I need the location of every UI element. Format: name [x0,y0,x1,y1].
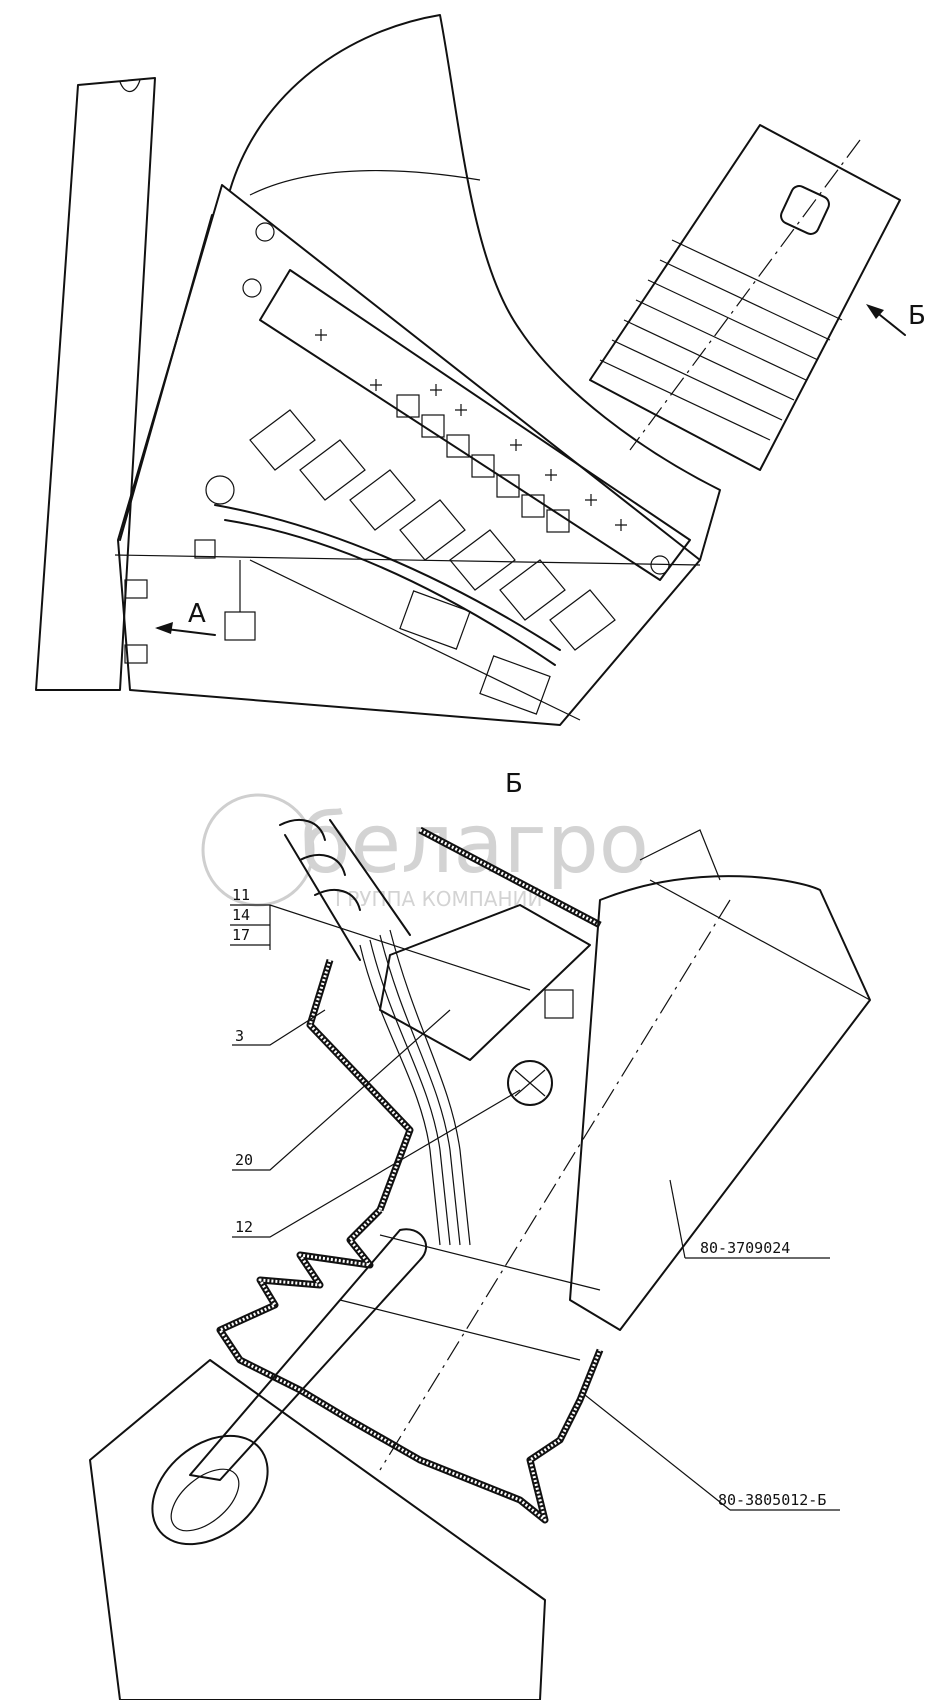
callout-17: 17 [232,926,250,944]
leader-12 [232,1089,521,1238]
screw-upper-left [255,222,275,242]
connector-plug [224,611,256,641]
housing-bottom-edge [114,554,701,566]
switch-icons [396,394,570,533]
section-b-title: Б [505,769,523,799]
left-panel [35,77,156,691]
lever-knob-base [170,1468,240,1532]
view-arrow-b: Б [866,301,926,336]
cable-sheath-right [329,819,411,936]
switch-panel [259,269,691,581]
hood-inner-line [249,170,481,196]
housing-floor-line [249,559,581,721]
switch-icon-3 [446,434,470,458]
cable-sheath-left [284,834,361,961]
bolt-2 [124,644,148,664]
watermark: белагро ГРУППА КОМПАНИЙ [201,793,649,911]
leader-20 [232,1009,451,1171]
cable-gland [507,1060,553,1106]
housing-left-edge [119,214,213,541]
bolt-1 [124,579,148,599]
screw-right [650,555,670,575]
callout-11: 11 [232,886,250,904]
callout-14: 14 [232,906,250,924]
relay-box-2 [479,655,551,715]
panel-break-line [119,79,141,93]
watermark-tagline: ГРУППА КОМПАНИЙ [335,887,542,911]
leader-part-boot [584,1394,731,1511]
part-number-boot: 80-3805012-Б [718,1491,826,1509]
connector-row [249,409,616,651]
switch-icon-4 [471,454,495,478]
callout-3: 3 [235,1027,244,1045]
joystick-lever [189,1228,427,1481]
section-view-b [89,819,871,1700]
assembly-axis [379,899,731,1471]
watermark-brand: белагро [300,797,649,892]
leader-3 [232,1009,326,1046]
leader-part-controller [669,1179,686,1259]
console-housing [117,184,701,726]
housing-wall-left [306,958,414,1212]
controller-cap [639,829,721,881]
rubber-boot [216,1207,604,1524]
view-arrow-a: А [155,599,216,636]
controller-body [569,875,871,1331]
joystick-knob-top [780,185,830,235]
switch-icon-1 [396,394,420,418]
switch-icon-7 [546,509,570,533]
fastener-crosses [315,329,627,531]
wire-bundle [359,929,471,1246]
lever-slot [151,1434,269,1546]
screw-mid-left [242,278,262,298]
switch-icon-2 [421,414,445,438]
callout-12: 12 [235,1218,253,1236]
view-label-b: Б [908,301,926,331]
watermark-logo-circle [201,793,315,907]
base-plate [89,1359,546,1700]
gaiter-folds-top [599,239,843,441]
part-number-controller: 80-3709024 [700,1239,790,1257]
switch-icon-5 [496,474,520,498]
joystick-axis-top [629,139,861,451]
bolt-3 [194,539,216,559]
console-hood [229,14,721,561]
callouts: 11 14 17 3 20 12 80-3709024 80-3805012-Б [230,886,840,1511]
wire-harness-bottom [224,519,556,666]
controller-top-line [649,879,871,1001]
wire-harness-top [214,504,561,651]
callout-20: 20 [235,1151,253,1169]
top-assembly-view: А Б [35,14,926,726]
relay-box-1 [399,590,471,650]
view-label-a: А [188,599,206,629]
joystick-housing-top [589,124,901,471]
terminal-block [544,989,574,1019]
mounting-block [379,904,591,1061]
switch-icon-6 [521,494,545,518]
cable-grommet [205,475,235,505]
